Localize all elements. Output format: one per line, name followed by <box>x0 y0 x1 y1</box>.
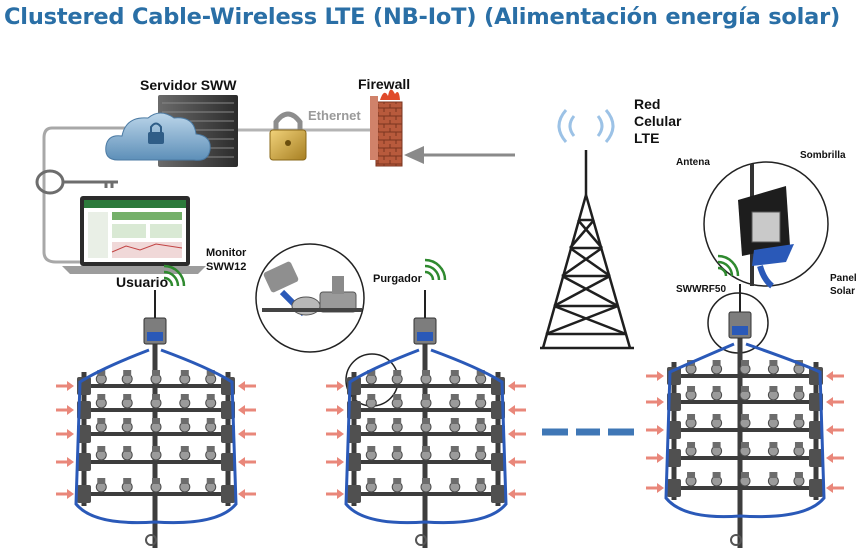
device-label: SWWRF50 <box>676 284 726 295</box>
antenna-zoom-circle <box>703 161 829 289</box>
antenna-label: Antena <box>676 157 710 168</box>
monitor-zoom-circle <box>255 243 365 353</box>
valve-cluster-2 <box>326 290 526 548</box>
solar-panel-label-line-1: Panel <box>830 273 857 284</box>
tower-signal-icon <box>557 109 615 143</box>
padlock-icon <box>269 111 307 161</box>
purger-label: Purgador <box>373 273 422 285</box>
monitor-label-line-2: SWW12 <box>206 261 247 273</box>
laptop-icon <box>62 196 206 274</box>
firewall-icon <box>370 89 403 167</box>
wireless-signal-icon-1 <box>163 264 186 287</box>
network-label: Red Celular LTE <box>634 96 681 147</box>
wireless-signal-icon-2 <box>424 258 447 281</box>
monitor-label-line-1: Monitor <box>206 247 247 259</box>
umbrella-label: Sombrilla <box>800 150 846 161</box>
server-icon <box>105 95 238 167</box>
solar-panel-label: Panel Solar <box>830 272 857 298</box>
network-label-line-2: Celular <box>634 113 682 129</box>
solar-panel-label-line-2: Solar <box>830 286 856 297</box>
ethernet-label: Ethernet <box>308 108 361 123</box>
server-label: Servidor SWW <box>140 77 237 93</box>
network-label-line-3: LTE <box>634 130 660 146</box>
network-label-line-1: Red <box>634 96 661 112</box>
cell-tower-icon <box>540 150 634 350</box>
user-label: Usuario <box>116 274 169 290</box>
monitor-label: Monitor SWW12 <box>206 246 246 274</box>
internet-arrow <box>404 146 515 164</box>
firewall-label: Firewall <box>358 76 411 92</box>
diagram-title: Clustered Cable-Wireless LTE (NB-IoT) (A… <box>4 4 841 30</box>
server-cable <box>35 126 232 264</box>
wireless-signal-icon-3 <box>717 254 740 277</box>
valve-cluster-3 <box>646 284 844 548</box>
valve-cluster-1 <box>56 290 256 548</box>
